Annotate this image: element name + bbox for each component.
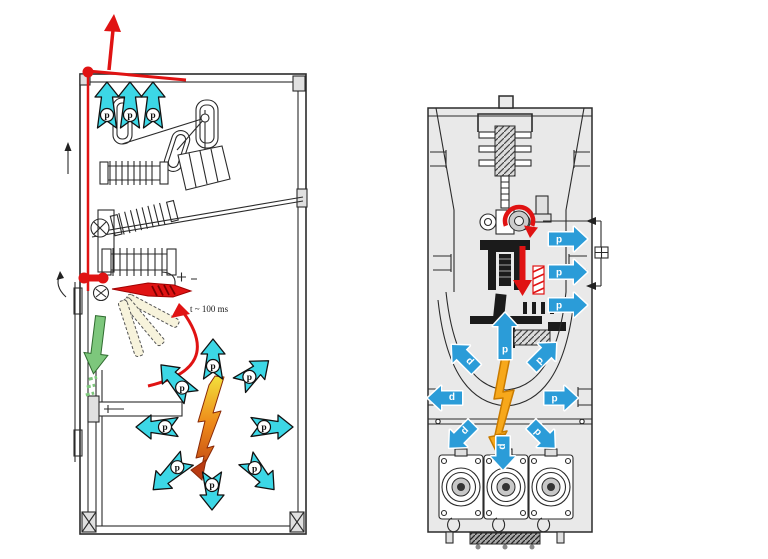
pressure-arrow: p [160, 364, 199, 405]
arc-fault-bolt-left [190, 375, 225, 481]
left-pressure-arrows: p p p p p p p p p p p [94, 81, 294, 511]
pressure-label: p [556, 301, 562, 312]
pressure-label-circle [204, 477, 220, 493]
pressure-label: p [210, 362, 215, 372]
pressure-label: p [551, 394, 557, 405]
pressure-arrow: p [450, 343, 483, 376]
right-red-overlay [502, 204, 545, 296]
pressure-arrow: p [426, 384, 464, 412]
conductor-hook [161, 271, 197, 292]
switch-blade-ghost-positions [117, 293, 180, 358]
switch-blade-initial [111, 282, 193, 298]
pressure-label: p [497, 443, 508, 449]
pressure-label-circle [175, 380, 190, 395]
lifting-lug [498, 95, 514, 109]
left-cabinet-structure [56, 73, 308, 535]
pressure-arrow: p [525, 341, 558, 374]
pressure-arrow: p [491, 311, 519, 361]
left-red-overlay [78, 14, 193, 298]
pressure-label-circle [122, 107, 138, 123]
pole-housing-curve [445, 291, 567, 391]
pressure-arrow: p [232, 360, 270, 394]
cable-terminations [438, 448, 574, 533]
drive-rod-edge [91, 200, 304, 238]
pressure-label: p [556, 268, 562, 279]
pressure-label-circle [157, 419, 173, 435]
wall-duct [97, 209, 115, 273]
pressure-label: p [127, 111, 132, 121]
pressure-arrow: p [547, 291, 589, 319]
contact-travel-arrow [513, 246, 532, 296]
pressure-label: p [209, 481, 214, 491]
pressure-label: p [179, 384, 184, 394]
pressure-label: p [175, 463, 180, 473]
pressure-label: p [261, 423, 266, 433]
pressure-arrow: p [199, 471, 225, 511]
pressure-label-circle [256, 419, 272, 435]
pressure-label-circle [205, 358, 221, 374]
pressure-label: p [247, 373, 252, 383]
corner-block [292, 75, 306, 92]
compartment-divider [428, 418, 592, 425]
pressure-arrow: p [238, 451, 275, 491]
pressure-arrow: p [152, 450, 194, 491]
cable-bushing [528, 448, 574, 520]
drive-rod [91, 196, 304, 234]
shaft-rotation-arrow [502, 204, 538, 238]
insulator-stack [109, 199, 179, 237]
pressure-arrow: p [547, 258, 589, 286]
shaft-coupling [78, 272, 109, 284]
pressure-label: p [449, 392, 455, 403]
pressure-arrow: p [135, 414, 179, 440]
contact-cone [177, 145, 231, 191]
shaft-bearing [90, 218, 110, 302]
cable-bushing [483, 448, 529, 520]
cabinet-base [445, 531, 565, 550]
instrument-shelf [87, 370, 183, 526]
pressure-arrow: p [250, 414, 294, 440]
pressure-label: p [162, 423, 167, 433]
pressure-label: p [502, 345, 508, 356]
right-cabinet-structure [427, 95, 609, 550]
pressure-arrow: p [543, 384, 579, 412]
pressure-label-circle [247, 460, 262, 476]
pressure-arrow: p [489, 435, 517, 471]
pressure-relief-flap-open [87, 69, 187, 82]
right-pressure-arrows: p p p p p p p p p p p [426, 225, 589, 471]
motion-arrow-up [64, 142, 72, 174]
pressure-label: p [252, 464, 257, 474]
flap-hinge [82, 66, 94, 78]
pressure-arrow: p [200, 338, 226, 380]
pressure-label-circle [145, 107, 161, 123]
relief-zone-callout [543, 217, 609, 290]
insulator-stack [99, 161, 169, 185]
pressure-label-circle [99, 107, 115, 123]
arcing-contact-hatched [532, 265, 545, 295]
time-annotation: t ~ 100 ms [190, 304, 229, 314]
pressure-label: p [150, 111, 155, 121]
pressure-arrow: p [547, 225, 589, 253]
gas-release-arrow [104, 14, 121, 71]
pressure-label-circle [242, 369, 257, 384]
pressure-label-circle [170, 460, 185, 475]
blade-end-position-arrow [83, 315, 109, 397]
motion-arrow-curved [56, 271, 67, 298]
pressure-arrow: p [525, 418, 557, 450]
cable-bushing [438, 448, 484, 520]
pressure-arrow: p [140, 81, 166, 129]
pressure-label: p [104, 111, 109, 121]
pressure-label: p [556, 235, 562, 246]
pressure-arrow: p [447, 418, 479, 450]
